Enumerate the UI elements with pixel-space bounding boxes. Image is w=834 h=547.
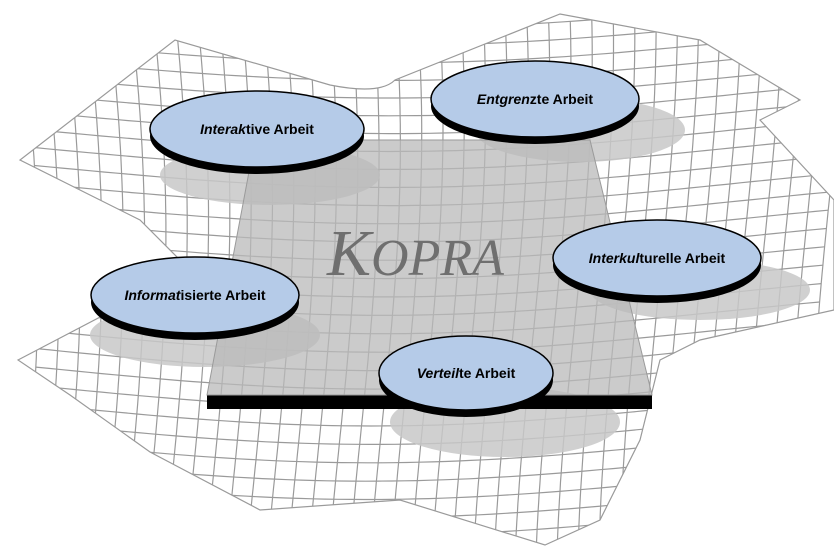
disc-informatisierte: Informatisierte Arbeit: [90, 256, 300, 340]
disc-entgrenzte: Entgrenzte Arbeit: [430, 60, 640, 144]
disc-top: [430, 60, 640, 138]
disc-top: [552, 219, 762, 297]
diagram-title: KOPRA: [326, 217, 504, 290]
disc-label-emphasis: Entgren: [477, 91, 530, 107]
disc-interaktive: Interaktive Arbeit: [149, 90, 365, 174]
disc-label-emphasis: Verteil: [417, 365, 460, 381]
disc-label-rest: turelle Arbeit: [639, 250, 725, 266]
disc-label-rest: isierte Arbeit: [180, 287, 265, 303]
grid-line-horizontal: [22, 521, 813, 545]
title-initial: K: [326, 217, 374, 290]
disc-label: Verteilte Arbeit: [417, 365, 516, 381]
grid-line-horizontal: [24, 503, 813, 537]
grid-line-horizontal: [21, 14, 834, 46]
disc-label-emphasis: Informat: [124, 287, 181, 303]
disc-label-rest: zte Arbeit: [530, 91, 594, 107]
disc-label: Entgrenzte Arbeit: [477, 91, 593, 107]
disc-label-emphasis: Interak: [200, 121, 247, 137]
plate-surface: [207, 140, 652, 395]
disc-label-emphasis: Interkul: [589, 250, 641, 266]
disc-interkulturelle: Interkulturelle Arbeit: [552, 219, 762, 303]
grid-line-vertical: [19, 14, 39, 545]
disc-top: [149, 90, 365, 168]
disc-top: [90, 256, 300, 334]
disc-label-rest: te Arbeit: [459, 365, 516, 381]
disc-top: [378, 335, 554, 411]
title-rest: OPRA: [371, 230, 504, 287]
grid-line-vertical: [60, 14, 82, 545]
disc-verteilte: Verteilte Arbeit: [378, 335, 554, 417]
grid-line-horizontal: [20, 540, 814, 545]
disc-label: Interkulturelle Arbeit: [589, 250, 726, 266]
disc-label: Informatisierte Arbeit: [124, 287, 265, 303]
grid-line-horizontal: [19, 14, 834, 29]
disc-label-rest: tive Arbeit: [246, 121, 314, 137]
disc-label: Interaktive Arbeit: [200, 121, 314, 137]
grid-line-horizontal: [25, 48, 834, 81]
grid-line-vertical: [40, 14, 60, 545]
